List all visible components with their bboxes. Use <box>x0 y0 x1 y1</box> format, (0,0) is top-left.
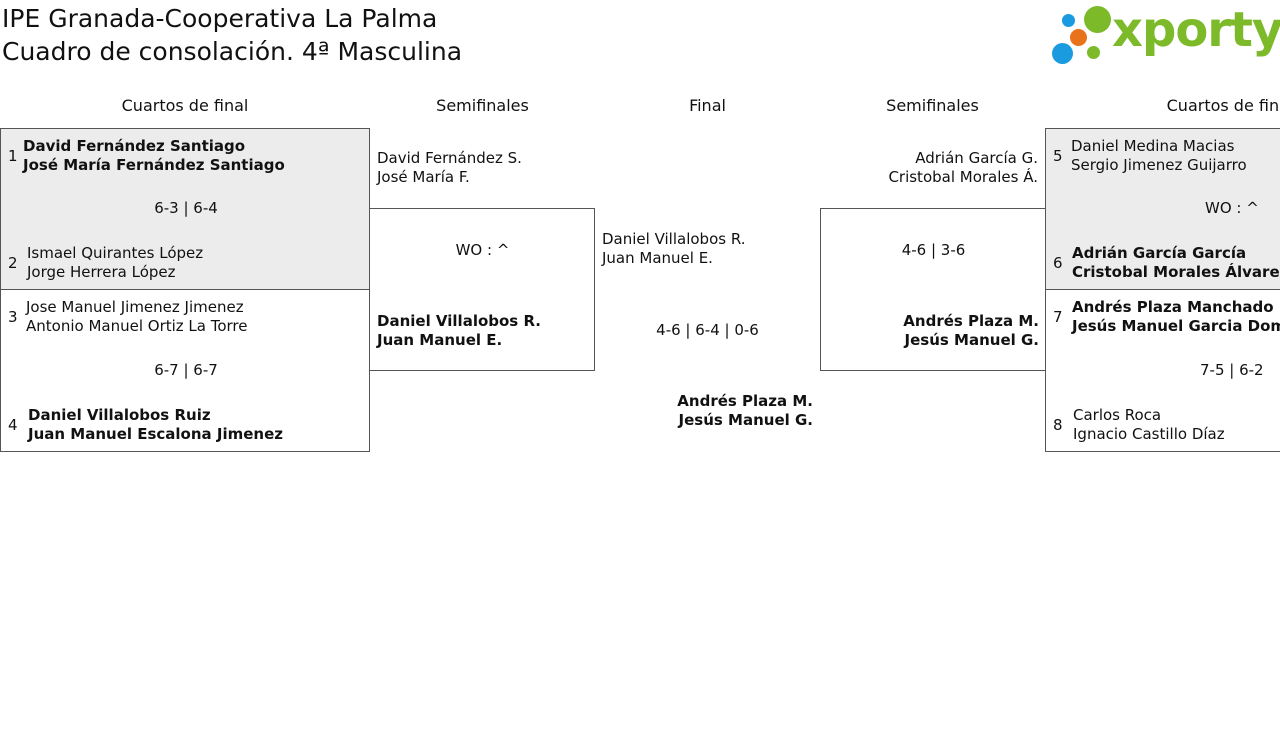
player-name: Juan Manuel Escalona Jimenez <box>28 425 283 443</box>
player-name: Andrés Plaza Manchado <box>1072 298 1274 316</box>
left-sf-player: Daniel Villalobos R. <box>377 312 541 330</box>
logo-dot-blue-small <box>1062 14 1075 27</box>
seed-number: 3 <box>8 308 18 326</box>
header-right-quarterfinals: Cuartos de final <box>1166 96 1280 115</box>
match-score: 4-6 | 3-6 <box>901 241 966 259</box>
player-name: Ismael Quirantes López <box>27 244 204 262</box>
right-sf-player: Cristobal Morales Á. <box>888 168 1038 186</box>
logo-dot-orange <box>1070 29 1087 46</box>
player-name: Ignacio Castillo Díaz <box>1073 425 1225 443</box>
match-score: WO : ^ <box>1205 199 1259 217</box>
match-score: 6-7 | 6-7 <box>154 361 218 379</box>
seed-number: 5 <box>1053 147 1063 165</box>
player-name: Jose Manuel Jimenez Jimenez <box>26 298 244 316</box>
right-sf-player: Andrés Plaza M. <box>903 312 1039 330</box>
final-player: Juan Manuel E. <box>602 249 713 267</box>
final-player: Jesús Manuel G. <box>678 411 813 429</box>
right-qf-match-2[interactable]: 7 Andrés Plaza Manchado Jesús Manuel Gar… <box>1045 289 1280 452</box>
match-score: WO : ^ <box>455 241 510 259</box>
left-sf-player: David Fernández S. <box>377 149 522 167</box>
logo-dot-blue <box>1052 43 1073 64</box>
right-sf-player: Adrián García G. <box>915 149 1038 167</box>
player-name: Sergio Jimenez Guijarro <box>1071 156 1247 174</box>
player-name: José María Fernández Santiago <box>23 156 285 174</box>
page-title: IPE Granada-Cooperativa La Palma <box>2 4 438 33</box>
seed-number: 2 <box>8 254 18 272</box>
player-name: Adrián García García <box>1072 244 1247 262</box>
header-final: Final <box>689 96 726 115</box>
player-name: Jorge Herrera López <box>27 263 176 281</box>
player-name: David Fernández Santiago <box>23 137 246 155</box>
player-name: Carlos Roca <box>1073 406 1162 424</box>
logo-wordmark: xporty <box>1112 2 1280 58</box>
left-sf-player: José María F. <box>377 168 470 186</box>
final-score: 4-6 | 6-4 | 0-6 <box>656 321 759 339</box>
seed-number: 8 <box>1053 416 1063 434</box>
left-sf-player: Juan Manuel E. <box>377 331 503 349</box>
left-sf-match[interactable]: WO : ^ Daniel Villalobos R. Juan Manuel … <box>369 208 595 371</box>
header-left-semifinals: Semifinales <box>436 96 529 115</box>
match-score: 6-3 | 6-4 <box>154 199 218 217</box>
logo-dot-green-small <box>1087 46 1100 59</box>
page-subtitle: Cuadro de consolación. 4ª Masculina <box>2 37 463 66</box>
match-score: 7-5 | 6-2 <box>1200 361 1264 379</box>
final-player: Andrés Plaza M. <box>677 392 813 410</box>
right-sf-player: Jesús Manuel G. <box>904 331 1039 349</box>
seed-number: 1 <box>8 147 18 165</box>
player-name: Daniel Medina Macias <box>1071 137 1235 155</box>
seed-number: 7 <box>1053 308 1063 326</box>
seed-number: 6 <box>1053 254 1063 272</box>
logo-dot-green <box>1084 6 1111 33</box>
player-name: Antonio Manuel Ortiz La Torre <box>26 317 248 335</box>
left-qf-match-2[interactable]: 3 Jose Manuel Jimenez Jimenez Antonio Ma… <box>0 289 370 452</box>
player-name: Cristobal Morales Álvarez <box>1072 263 1280 281</box>
seed-number: 4 <box>8 416 18 434</box>
header-left-quarterfinals: Cuartos de final <box>121 96 249 115</box>
right-qf-match-1[interactable]: 5 Daniel Medina Macias Sergio Jimenez Gu… <box>1045 128 1280 290</box>
player-name: Jesús Manuel Garcia Domin <box>1072 317 1280 335</box>
left-qf-match-1[interactable]: 1 David Fernández Santiago José María Fe… <box>0 128 370 290</box>
final-player: Daniel Villalobos R. <box>602 230 746 248</box>
player-name: Daniel Villalobos Ruiz <box>28 406 211 424</box>
header-right-semifinals: Semifinales <box>886 96 979 115</box>
right-sf-match[interactable]: 4-6 | 3-6 Andrés Plaza M. Jesús Manuel G… <box>820 208 1046 371</box>
xporty-logo[interactable]: xporty <box>1050 2 1280 68</box>
